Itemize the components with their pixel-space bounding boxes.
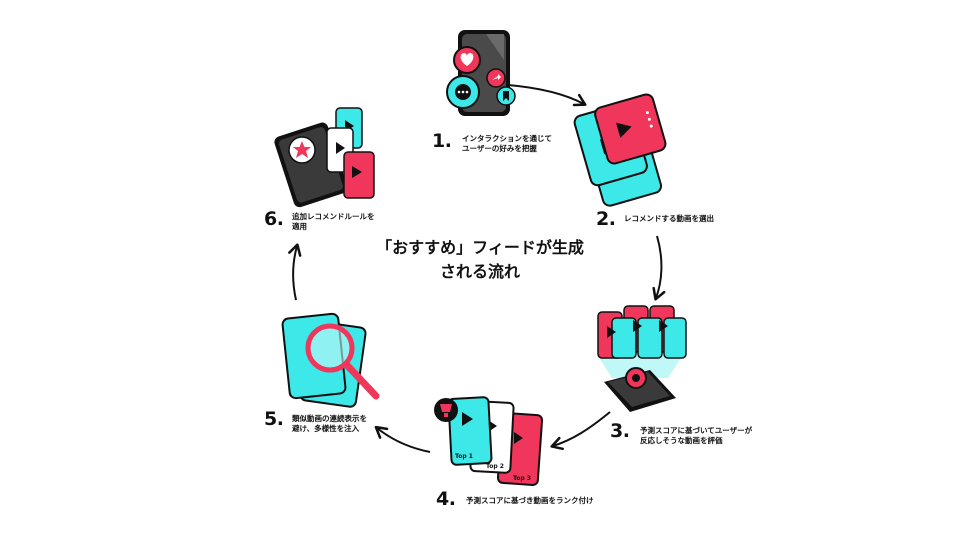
step-1-number: 1. — [432, 130, 452, 152]
step-4-number: 4. — [436, 488, 456, 510]
step2-illustration — [573, 93, 667, 207]
step-2-number: 2. — [596, 208, 616, 230]
arrow-5-to-6 — [288, 243, 302, 301]
step-4-label: 予測スコアに基づき動画をランク付け — [466, 496, 594, 505]
step-5-number: 5. — [264, 408, 284, 430]
arrow-3-to-4 — [550, 411, 611, 451]
step-6-label: 追加レコメンドルールを 適用 — [292, 212, 375, 231]
step-6-number: 6. — [264, 208, 284, 230]
magnifier-handle — [342, 360, 380, 400]
step-2-label: レコメンドする動画を選出 — [624, 214, 714, 223]
arrow-4-to-5 — [374, 425, 431, 453]
step3-illustration — [597, 305, 687, 412]
step-1-label: インタラクションを通じて ユーザーの好みを把握 — [462, 134, 552, 153]
rank-phone-1 — [447, 396, 493, 466]
magnifier-icon — [305, 323, 355, 373]
step-5-label: 類似動画の連続表示を 避け、多様性を注入 — [292, 414, 367, 433]
step4-illustration: Top 1 Top 2 Top 3 — [434, 396, 544, 486]
step5-illustration — [281, 312, 380, 408]
rank-label-3: Top 3 — [513, 475, 531, 482]
diagram-title: 「おすすめ」フィードが生成 される流れ — [376, 238, 584, 281]
rank-label-1: Top 1 — [455, 453, 473, 460]
rank-label-2: Top 2 — [486, 463, 504, 470]
step-3-label: 予測スコアに基づいてユーザーが 反応しそうな動画を評価 — [640, 426, 753, 445]
arrow-2-to-3 — [652, 235, 666, 301]
step1-illustration — [446, 30, 516, 116]
step6-illustration — [274, 107, 375, 208]
scan-beam — [598, 356, 682, 378]
step-3-number: 3. — [610, 420, 630, 442]
